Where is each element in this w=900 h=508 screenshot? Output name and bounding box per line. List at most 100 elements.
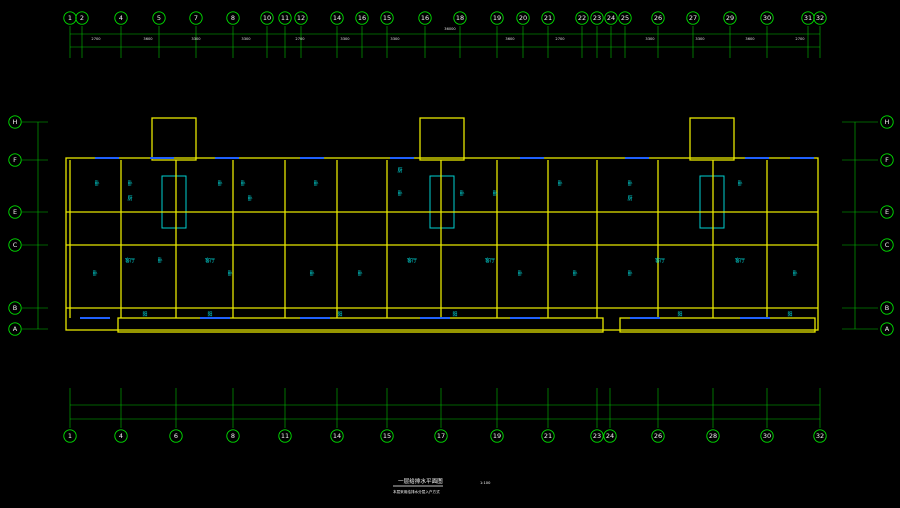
room-label: 卧	[247, 195, 252, 202]
top-axis-bubble	[618, 11, 632, 25]
room-label: 卧	[627, 270, 632, 277]
room-label: 阳	[142, 311, 147, 318]
stair-flight	[429, 175, 455, 229]
dimension-label: 2700	[555, 37, 565, 41]
right-axis-label: B	[885, 304, 889, 312]
bottom-axis-bubble	[651, 429, 665, 443]
top-axis-bubble	[189, 11, 203, 25]
room-label: 客厅	[407, 257, 417, 264]
bottom-axis-bubble	[541, 429, 555, 443]
top-axis-label: 11	[281, 14, 289, 22]
top-axis-label: 24	[607, 14, 615, 22]
left-axis-label: E	[13, 208, 17, 216]
top-axis-label: 7	[194, 14, 198, 22]
bottom-axis-label: 30	[763, 432, 771, 440]
room-label: 客厅	[735, 257, 745, 264]
room-label: 卧	[309, 270, 314, 277]
bottom-axis-label: 17	[437, 432, 445, 440]
top-axis-bubble	[604, 11, 618, 25]
right-axis-label: H	[885, 118, 890, 126]
top-axis-bubble	[294, 11, 308, 25]
left-axis-bubble	[8, 115, 22, 129]
top-axis-label: 15	[383, 14, 391, 22]
room-label: 卧	[240, 180, 245, 187]
right-axis-bubble	[880, 238, 894, 252]
dimension-label: 3300	[340, 37, 350, 41]
top-axis-bubble	[330, 11, 344, 25]
bottom-axis-label: 21	[544, 432, 552, 440]
bottom-axis-bubble	[63, 429, 77, 443]
outer-wall	[65, 157, 819, 331]
bottom-axis-bubble	[434, 429, 448, 443]
right-axis-label: C	[885, 241, 890, 249]
bottom-axis-bubble	[380, 429, 394, 443]
top-axis-label: 4	[119, 14, 123, 22]
bottom-axis-bubble	[226, 429, 240, 443]
top-axis-bubble	[278, 11, 292, 25]
top-axis-label: 2	[80, 14, 84, 22]
dimension-label: 3300	[645, 37, 655, 41]
dimension-label: 2700	[295, 37, 305, 41]
room-label: 卧	[517, 270, 522, 277]
drawing-scale: 1:100	[480, 481, 491, 485]
bottom-axis-bubble	[603, 429, 617, 443]
top-axis-bubble	[490, 11, 504, 25]
top-axis-label: 16	[421, 14, 429, 22]
top-axis-label: 20	[519, 14, 527, 22]
right-axis-label: E	[885, 208, 889, 216]
bottom-axis-bubble	[590, 429, 604, 443]
top-axis-label: 12	[297, 14, 305, 22]
top-axis-bubble	[516, 11, 530, 25]
room-label: 厨	[627, 196, 632, 202]
top-axis-label: 27	[689, 14, 697, 22]
room-label: 客厅	[655, 257, 665, 264]
top-axis-label: 19	[493, 14, 501, 22]
top-axis-label: 31	[804, 14, 812, 22]
room-label: 卧	[94, 180, 99, 187]
left-axis-bubble	[8, 238, 22, 252]
room-label: 卧	[627, 180, 632, 187]
top-axis-bubble	[541, 11, 555, 25]
stair-tower	[151, 117, 197, 161]
top-axis-label: 5	[157, 14, 161, 22]
room-label: 卧	[217, 180, 222, 187]
top-axis-bubble	[723, 11, 737, 25]
top-axis-bubble	[418, 11, 432, 25]
left-axis-label: B	[13, 304, 17, 312]
room-label: 阳	[787, 311, 792, 318]
left-axis-bubble	[8, 322, 22, 336]
left-axis-bubble	[8, 205, 22, 219]
top-axis-label: 14	[333, 14, 341, 22]
dimension-label: 3600	[745, 37, 755, 41]
top-axis-label: 22	[578, 14, 586, 22]
dimension-label: 3600	[143, 37, 153, 41]
building-outline	[65, 117, 819, 333]
top-axis-label: 30	[763, 14, 771, 22]
stair-flight	[699, 175, 725, 229]
room-label: 阳	[207, 311, 212, 318]
room-label: 厨	[127, 196, 132, 202]
stair-flight	[161, 175, 187, 229]
right-axis-bubble	[880, 301, 894, 315]
top-axis-bubble	[813, 11, 827, 25]
room-label: 客厅	[205, 257, 215, 264]
room-label: 卧	[92, 270, 97, 277]
balcony-strip-left	[117, 317, 604, 333]
bottom-axis-bubble	[169, 429, 183, 443]
grid-lines	[22, 26, 878, 428]
drawing-note: 本层采用给排水分层入户方式	[393, 489, 440, 494]
bottom-axis-bubble	[760, 429, 774, 443]
room-label: 卧	[127, 180, 132, 187]
top-axis-label: 21	[544, 14, 552, 22]
dimension-label: 3600	[505, 37, 515, 41]
room-label: 卧	[492, 190, 497, 197]
stair-tower	[689, 117, 735, 161]
dimension-label: 3300	[695, 37, 705, 41]
room-label: 厨	[397, 168, 402, 174]
room-label: 卧	[157, 257, 162, 264]
top-axis-label: 8	[231, 14, 235, 22]
